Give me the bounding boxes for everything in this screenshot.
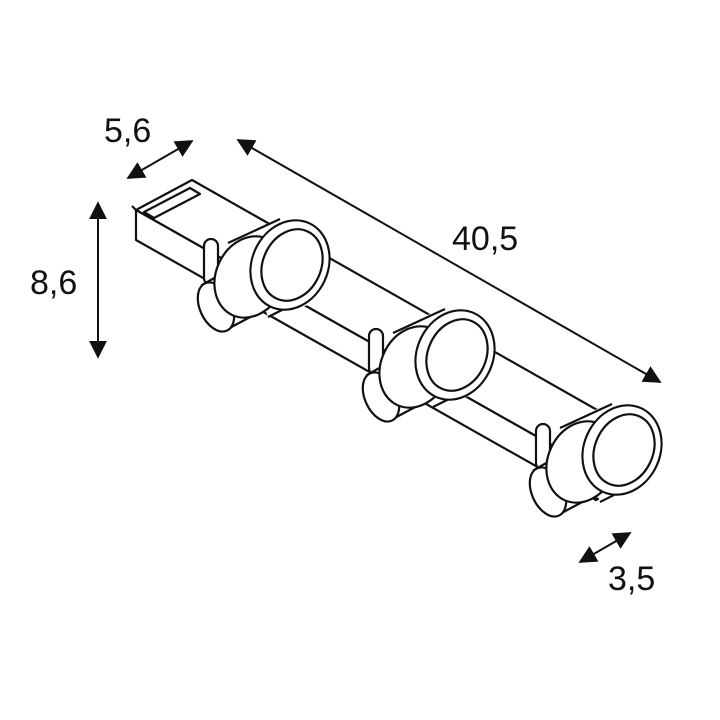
- dimension-label-length: 40,5: [452, 220, 519, 258]
- spot-head-3: [528, 403, 663, 518]
- dimension-label-height: 8,6: [30, 264, 78, 302]
- dimension-label-head-depth: 3,5: [608, 560, 656, 598]
- dimension-arrow-head-depth: [578, 532, 632, 563]
- dimension-arrow-length: [236, 139, 662, 383]
- dimension-label-depth: 5,6: [104, 112, 152, 150]
- dimension-arrow-depth: [126, 140, 194, 179]
